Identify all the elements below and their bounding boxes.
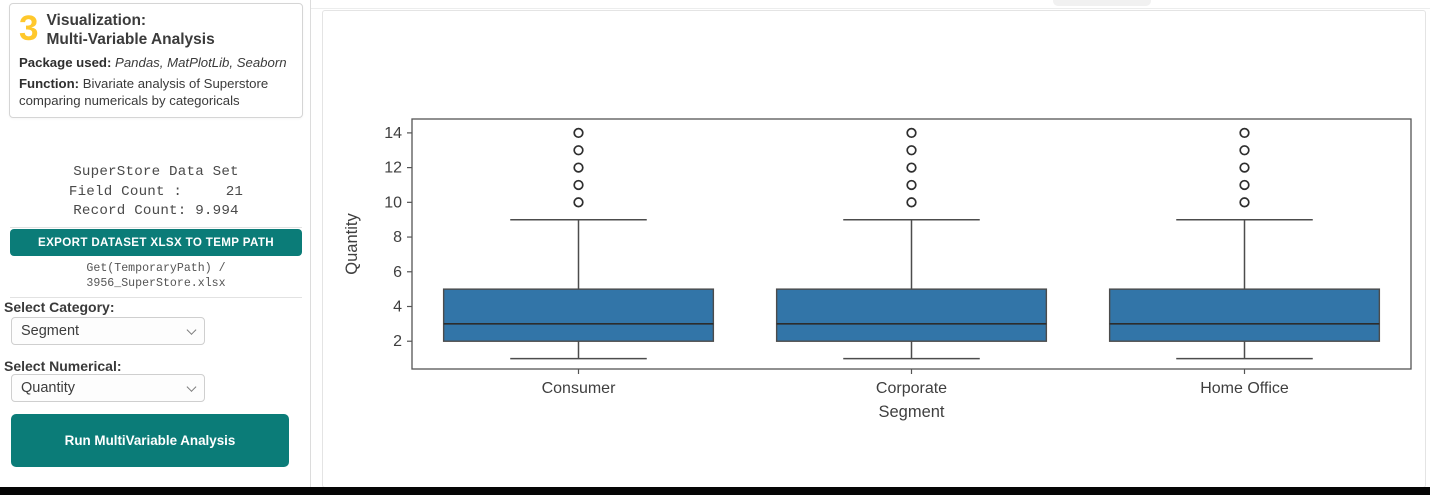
x-axis-label: Segment bbox=[878, 403, 944, 421]
box-home-office[interactable] bbox=[1108, 288, 1381, 342]
chevron-down-icon bbox=[186, 382, 197, 392]
top-divider bbox=[0, 8, 1430, 9]
select-numerical-dropdown[interactable]: Quantity bbox=[11, 374, 205, 402]
box-corporate[interactable] bbox=[775, 288, 1048, 342]
bottom-bar bbox=[0, 487, 1430, 495]
box-consumer[interactable] bbox=[442, 288, 715, 342]
outlier-1-0 bbox=[906, 197, 917, 208]
select-numerical-label: Select Numerical: bbox=[4, 358, 122, 374]
dataset-info-text: SuperStore Data Set Field Count : 21 Rec… bbox=[10, 163, 302, 228]
run-analysis-button[interactable]: Run MultiVariable Analysis bbox=[11, 414, 289, 467]
x-tick-label-consumer: Consumer bbox=[542, 380, 616, 397]
function-value: Bivariate analysis of Superstore compari… bbox=[19, 75, 269, 109]
info-card: 3 Visualization: Multi-Variable Analysis… bbox=[9, 3, 303, 119]
y-tick-label-14: 14 bbox=[384, 125, 402, 142]
x-tick-label-home-office: Home Office bbox=[1200, 380, 1289, 397]
outlier-1-1 bbox=[906, 179, 917, 191]
y-tick-label-4: 4 bbox=[393, 299, 402, 316]
page-title-line2: Multi-Variable Analysis bbox=[46, 30, 215, 48]
outlier-0-0 bbox=[573, 197, 584, 208]
select-category-value: Segment bbox=[21, 323, 80, 339]
y-tick-label-8: 8 bbox=[393, 229, 402, 246]
page-title: Visualization: Multi-Variable Analysis bbox=[46, 10, 214, 50]
outlier-0-2 bbox=[573, 162, 584, 173]
outlier-2-0 bbox=[1239, 197, 1250, 208]
select-category-dropdown[interactable]: Segment bbox=[11, 317, 205, 345]
package-used-row: Package used: Pandas, MatPlotLib, Seabor… bbox=[19, 54, 293, 71]
package-used-label: Package used: bbox=[19, 54, 112, 70]
y-axis-label: Quantity bbox=[343, 213, 361, 275]
control-sidebar: 3 Visualization: Multi-Variable Analysis… bbox=[0, 0, 311, 487]
outlier-0-4 bbox=[573, 127, 584, 139]
outlier-2-3 bbox=[1239, 145, 1250, 156]
y-tick-label-2: 2 bbox=[393, 333, 402, 350]
package-used-value: Pandas, MatPlotLib, Seaborn bbox=[115, 54, 287, 70]
outlier-1-3 bbox=[906, 145, 917, 156]
outlier-2-1 bbox=[1239, 179, 1250, 191]
x-tick-label-corporate: Corporate bbox=[876, 380, 947, 397]
outlier-0-1 bbox=[573, 179, 584, 191]
outlier-2-2 bbox=[1239, 162, 1250, 173]
function-row: Function: Bivariate analysis of Supersto… bbox=[19, 75, 293, 109]
step-number: 3 bbox=[19, 9, 38, 48]
outlier-1-2 bbox=[906, 162, 917, 173]
outlier-2-4 bbox=[1239, 127, 1250, 139]
function-label: Function: bbox=[19, 75, 80, 91]
info-card-header: 3 Visualization: Multi-Variable Analysis bbox=[19, 10, 293, 50]
select-numerical-value: Quantity bbox=[21, 380, 75, 396]
select-category-label: Select Category: bbox=[4, 299, 115, 315]
chevron-down-icon bbox=[186, 325, 197, 335]
outlier-0-3 bbox=[573, 145, 584, 156]
page-title-line1: Visualization: bbox=[46, 12, 147, 29]
y-tick-label-10: 10 bbox=[384, 194, 402, 211]
export-dataset-button[interactable]: EXPORT DATASET XLSX TO TEMP PATH bbox=[10, 229, 302, 256]
y-tick-label-12: 12 bbox=[384, 160, 402, 177]
top-partial-element bbox=[1053, 0, 1151, 6]
y-tick-label-6: 6 bbox=[393, 264, 402, 281]
outlier-1-4 bbox=[906, 127, 917, 139]
export-path-text: Get(TemporaryPath) / 3956_SuperStore.xls… bbox=[10, 261, 302, 298]
